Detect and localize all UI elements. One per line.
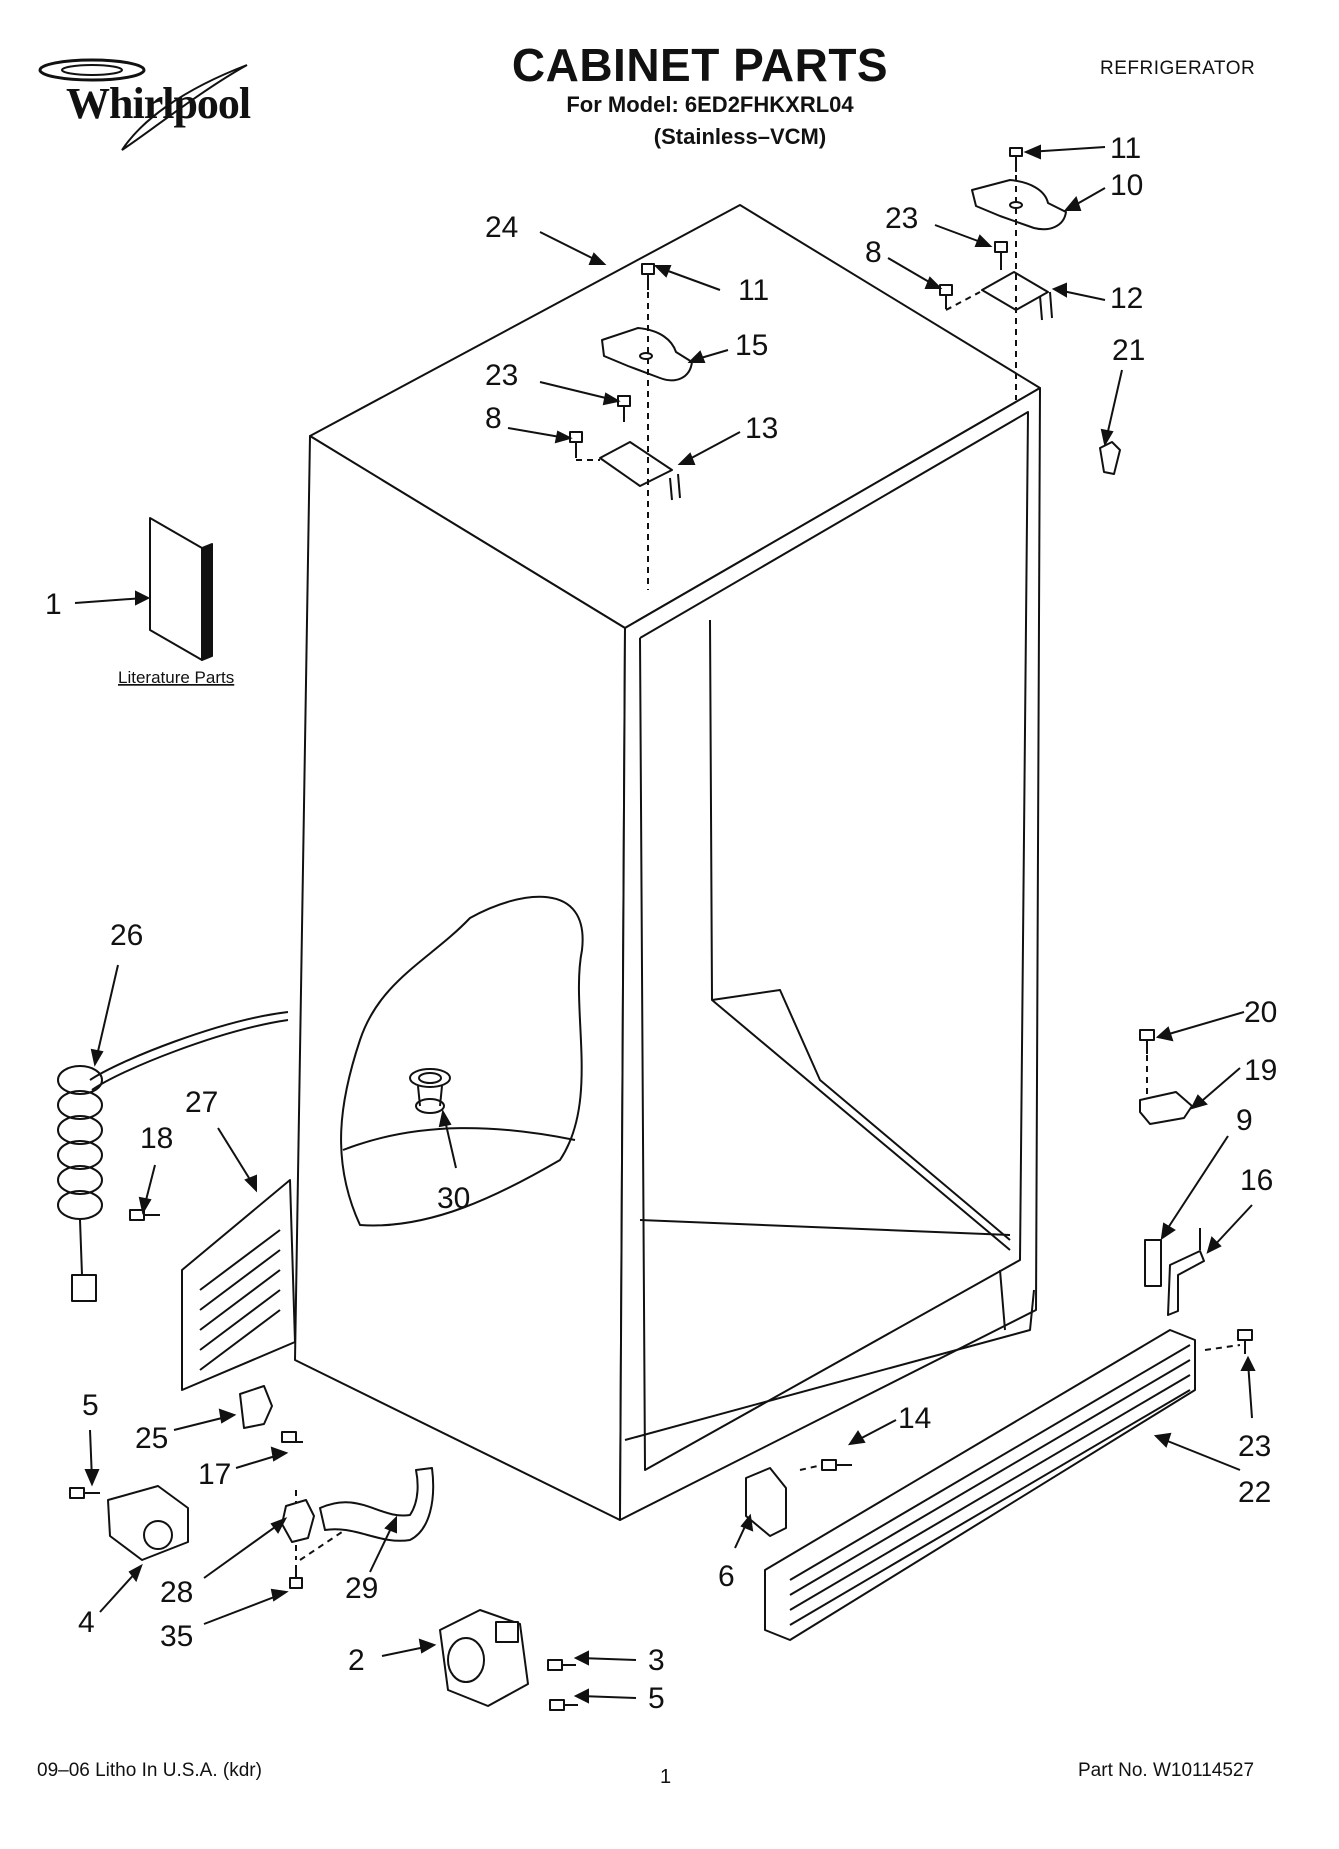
callout-26: 26: [110, 919, 143, 952]
part-9-plate: [1144, 1239, 1162, 1287]
litho-info: 09–06 Litho In U.S.A. (kdr): [37, 1760, 262, 1781]
part-16-hinge-pin: [1167, 1228, 1205, 1316]
part-21-clip: [1099, 441, 1121, 475]
callout-29: 29: [345, 1572, 378, 1605]
part-10-hinge-cover: [971, 179, 1067, 231]
callout-3: 3: [648, 1644, 665, 1677]
finish-line: (Stainless–VCM): [653, 124, 827, 149]
part-29-drain-tube: [319, 1467, 435, 1542]
callout-13: 13: [745, 412, 778, 445]
callout-22: 22: [1238, 1476, 1271, 1509]
screws: [69, 147, 1253, 1711]
callout-24: 24: [485, 211, 518, 244]
callout-2: 2: [348, 1644, 365, 1677]
page-title: CABINET PARTS: [511, 39, 889, 91]
category-label: REFRIGERATOR: [1100, 58, 1256, 79]
callout-27: 27: [185, 1086, 218, 1119]
part-13-top-hinge: [599, 441, 681, 501]
callout-28: 28: [160, 1576, 193, 1609]
callout-8-center: 8: [485, 402, 502, 435]
whirlpool-logo: Whirlpool: [32, 50, 282, 160]
part-4-roller-assembly: [107, 1485, 189, 1561]
part-22-base-grille: [764, 1329, 1196, 1641]
callout-20: 20: [1244, 996, 1277, 1029]
callout-4: 4: [78, 1606, 95, 1639]
part-1-literature-booklet: [149, 517, 213, 661]
callout-23-center: 23: [485, 359, 518, 392]
part-27-rear-access-panel: [181, 1179, 296, 1391]
callout-19: 19: [1244, 1054, 1277, 1087]
callout-12: 12: [1110, 282, 1143, 315]
brand-name: Whirlpool: [66, 79, 251, 128]
page-number: 1: [660, 1766, 672, 1788]
callout-30: 30: [437, 1182, 470, 1215]
callouts: 11 10 23 8 12 21 24 11 15 23 8 13 1 Lite…: [45, 132, 1277, 1715]
model-line: For Model: 6ED2FHKXRL04: [566, 92, 854, 117]
callout-14: 14: [898, 1402, 931, 1435]
callout-9: 9: [1236, 1104, 1253, 1137]
part-number: Part No. W10114527: [1078, 1760, 1255, 1781]
leader-arrows: [74, 144, 1256, 1704]
callout-35: 35: [160, 1620, 193, 1653]
callout-11-center: 11: [738, 274, 769, 307]
callout-23-bottom-right: 23: [1238, 1430, 1271, 1463]
part-26-power-cord: [57, 1011, 289, 1302]
part-6-grille-clip: [745, 1467, 787, 1537]
part-30-grommet: [409, 1068, 451, 1114]
callout-21: 21: [1112, 334, 1145, 367]
logo-swirl-icon: [38, 58, 248, 151]
callout-16: 16: [1240, 1164, 1273, 1197]
callout-5-left: 5: [82, 1389, 99, 1422]
literature-parts-label: Literature Parts: [118, 668, 234, 687]
callout-17: 17: [198, 1458, 231, 1491]
callout-5-bottom: 5: [648, 1682, 665, 1715]
cutaway-panel: [340, 895, 584, 1227]
callout-10: 10: [1110, 169, 1143, 202]
callout-25: 25: [135, 1422, 168, 1455]
part-19-bracket: [1139, 1091, 1193, 1125]
callout-6: 6: [718, 1560, 735, 1593]
part-2-front-roller: [439, 1609, 529, 1707]
cabinet-body: [294, 204, 1041, 1521]
callout-1: 1: [45, 588, 62, 621]
part-25-clamp: [239, 1385, 273, 1429]
callout-23-top-right: 23: [885, 202, 918, 235]
callout-18: 18: [140, 1122, 173, 1155]
callout-11-top-right: 11: [1110, 132, 1141, 165]
callout-15: 15: [735, 329, 768, 362]
callout-8-top-right: 8: [865, 236, 882, 269]
part-28-clip: [281, 1499, 315, 1543]
